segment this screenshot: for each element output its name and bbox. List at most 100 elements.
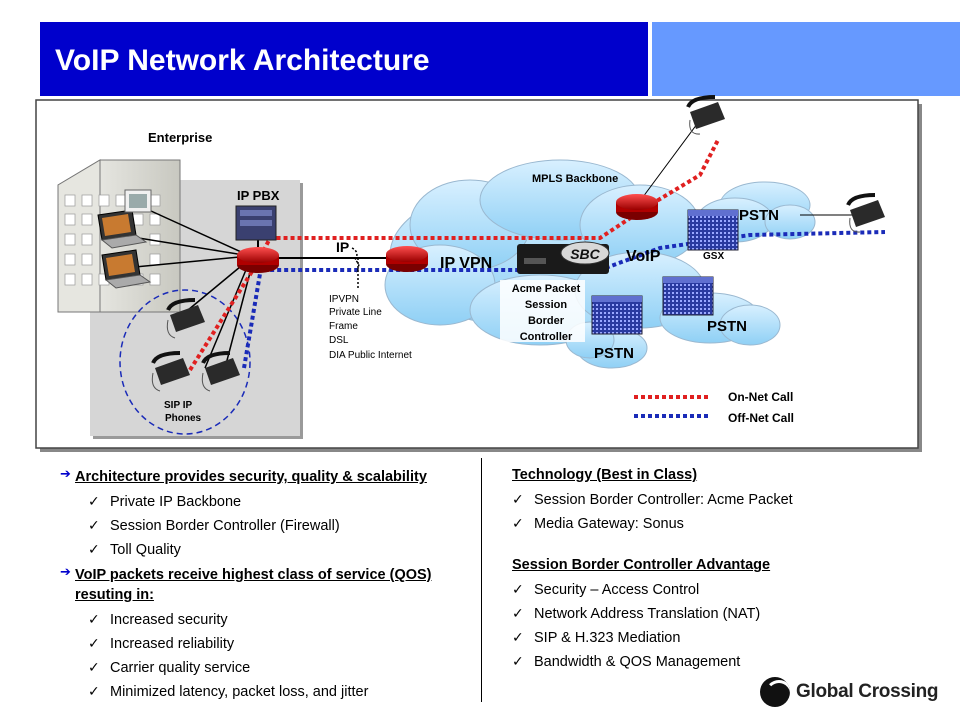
section-heading: Technology (Best in Class) xyxy=(512,467,698,483)
access-type: DIA Public Internet xyxy=(329,350,412,361)
gsx-rack-icon xyxy=(687,209,739,251)
list-item: ✓ Increased reliability xyxy=(88,632,465,656)
sip-phones-label: Phones xyxy=(165,413,202,424)
access-type: IPVPN xyxy=(329,294,359,305)
list-item-text: Private IP Backbone xyxy=(110,494,242,510)
laptop-icon xyxy=(97,209,148,249)
checkmark-icon: ✓ xyxy=(512,515,524,531)
ip-vpn-label: IP VPN xyxy=(440,255,492,272)
arrow-bullet-icon: ➔ xyxy=(60,564,71,579)
access-type: Private Line xyxy=(329,307,382,318)
access-type: Frame xyxy=(329,321,358,332)
right-column: Technology (Best in Class) ✓ Session Bord… xyxy=(512,462,912,674)
checkmark-icon: ✓ xyxy=(88,611,100,627)
ip-phone-icon xyxy=(151,351,190,392)
list-item-text: Bandwidth & QOS Management xyxy=(534,654,741,670)
section-heading: Architecture provides security, quality … xyxy=(75,469,427,485)
checkmark-icon: ✓ xyxy=(88,541,100,557)
enterprise-label: Enterprise xyxy=(148,130,212,145)
list-item: ✓ Bandwidth & QOS Management xyxy=(512,650,912,674)
company-logo: Global Crossing xyxy=(760,677,939,707)
list-item: ✓ Security – Access Control xyxy=(512,578,912,602)
ip-phone-icon xyxy=(166,298,205,339)
title-banner xyxy=(40,22,648,96)
sbc-label-line: Controller xyxy=(520,331,573,343)
workstation-icon xyxy=(124,189,152,213)
edge-router-icon xyxy=(386,246,428,272)
section-heading-row: ➔ Architecture provides security, qualit… xyxy=(60,464,465,490)
enterprise-router-icon xyxy=(237,247,279,273)
network-diagram: SBC xyxy=(35,95,922,452)
access-type: DSL xyxy=(329,335,349,346)
list-item: ✓ Private IP Backbone xyxy=(88,490,465,514)
list-item-text: Increased security xyxy=(110,612,228,628)
globe-icon xyxy=(760,677,790,707)
list-item: ✓ Session Border Controller: Acme Packet xyxy=(512,488,912,512)
list-item-text: Toll Quality xyxy=(110,542,181,558)
ip-pbx-icon xyxy=(235,205,277,241)
checkmark-icon: ✓ xyxy=(88,517,100,533)
laptop-icon xyxy=(101,249,152,289)
sbc-device-icon: SBC xyxy=(517,241,610,274)
gsx-rack-icon xyxy=(662,276,714,316)
mpls-backbone-label: MPLS Backbone xyxy=(532,173,618,185)
ip-phone-icon xyxy=(201,351,240,392)
checkmark-icon: ✓ xyxy=(512,581,524,597)
section-heading-row: ➔ VoIP packets receive highest class of … xyxy=(60,562,465,608)
sbc-badge: SBC xyxy=(570,246,600,262)
arrow-bullet-icon: ➔ xyxy=(60,466,71,481)
list-item-text: Security – Access Control xyxy=(534,582,700,598)
sip-phones-label: SIP IP xyxy=(164,400,192,411)
pstn-label-top: PSTN xyxy=(739,207,779,224)
list-item-text: Session Border Controller (Firewall) xyxy=(110,518,340,534)
list-item-text: Session Border Controller: Acme Packet xyxy=(534,492,793,508)
sbc-label-line: Border xyxy=(528,315,565,327)
mpls-router-icon xyxy=(616,194,658,220)
legend: On-Net Call Off-Net Call xyxy=(634,390,794,425)
sbc-label-line: Acme Packet xyxy=(512,283,581,295)
list-item-text: Media Gateway: Sonus xyxy=(534,516,684,532)
ip-label: IP xyxy=(336,239,349,255)
pstn-label-mid: PSTN xyxy=(707,318,747,335)
left-column: ➔ Architecture provides security, qualit… xyxy=(60,464,465,704)
checkmark-icon: ✓ xyxy=(512,653,524,669)
sip-phones-group xyxy=(119,289,251,435)
list-item: ✓ Carrier quality service xyxy=(88,656,465,680)
checkmark-icon: ✓ xyxy=(512,605,524,621)
list-item-text: Minimized latency, packet loss, and jitt… xyxy=(110,684,369,700)
sbc-label-line: Session xyxy=(525,299,567,311)
list-item-text: Network Address Translation (NAT) xyxy=(534,606,761,622)
list-item: ✓ Session Border Controller (Firewall) xyxy=(88,514,465,538)
checkmark-icon: ✓ xyxy=(88,493,100,509)
gsx-label: GSX xyxy=(703,251,724,262)
list-item: ✓ SIP & H.323 Mediation xyxy=(512,626,912,650)
legend-off-net-label: Off-Net Call xyxy=(728,411,794,425)
list-item-text: Increased reliability xyxy=(110,636,235,652)
checkmark-icon: ✓ xyxy=(88,683,100,699)
list-item: ✓ Network Address Translation (NAT) xyxy=(512,602,912,626)
checkmark-icon: ✓ xyxy=(512,491,524,507)
page-title: VoIP Network Architecture xyxy=(55,44,430,77)
pstn-phone-icon xyxy=(846,193,885,233)
logo-text: Global Crossing xyxy=(796,681,939,702)
checkmark-icon: ✓ xyxy=(88,635,100,651)
section-heading: VoIP packets receive highest class of se… xyxy=(75,567,432,603)
list-item: ✓ Increased security xyxy=(88,608,465,632)
access-types-list: IPVPN Private Line Frame DSL DIA Public … xyxy=(329,294,412,361)
ip-pbx-label: IP PBX xyxy=(237,188,280,203)
section-heading: Session Border Controller Advantage xyxy=(512,557,771,573)
list-item: ✓ Minimized latency, packet loss, and jit… xyxy=(88,680,465,704)
sbc-label-box: Acme Packet Session Border Controller xyxy=(500,280,585,343)
pstn-label-low: PSTN xyxy=(594,345,634,362)
title-banner-accent xyxy=(652,22,960,96)
pstn-phone-icon xyxy=(686,95,725,135)
list-item-text: Carrier quality service xyxy=(110,660,251,676)
column-divider xyxy=(481,458,482,702)
checkmark-icon: ✓ xyxy=(88,659,100,675)
legend-on-net-label: On-Net Call xyxy=(728,390,793,404)
list-item: ✓ Media Gateway: Sonus xyxy=(512,512,912,536)
list-item: ✓ Toll Quality xyxy=(88,538,465,562)
checkmark-icon: ✓ xyxy=(512,629,524,645)
voip-label: VoIP xyxy=(626,248,661,265)
list-item-text: SIP & H.323 Mediation xyxy=(534,630,681,646)
